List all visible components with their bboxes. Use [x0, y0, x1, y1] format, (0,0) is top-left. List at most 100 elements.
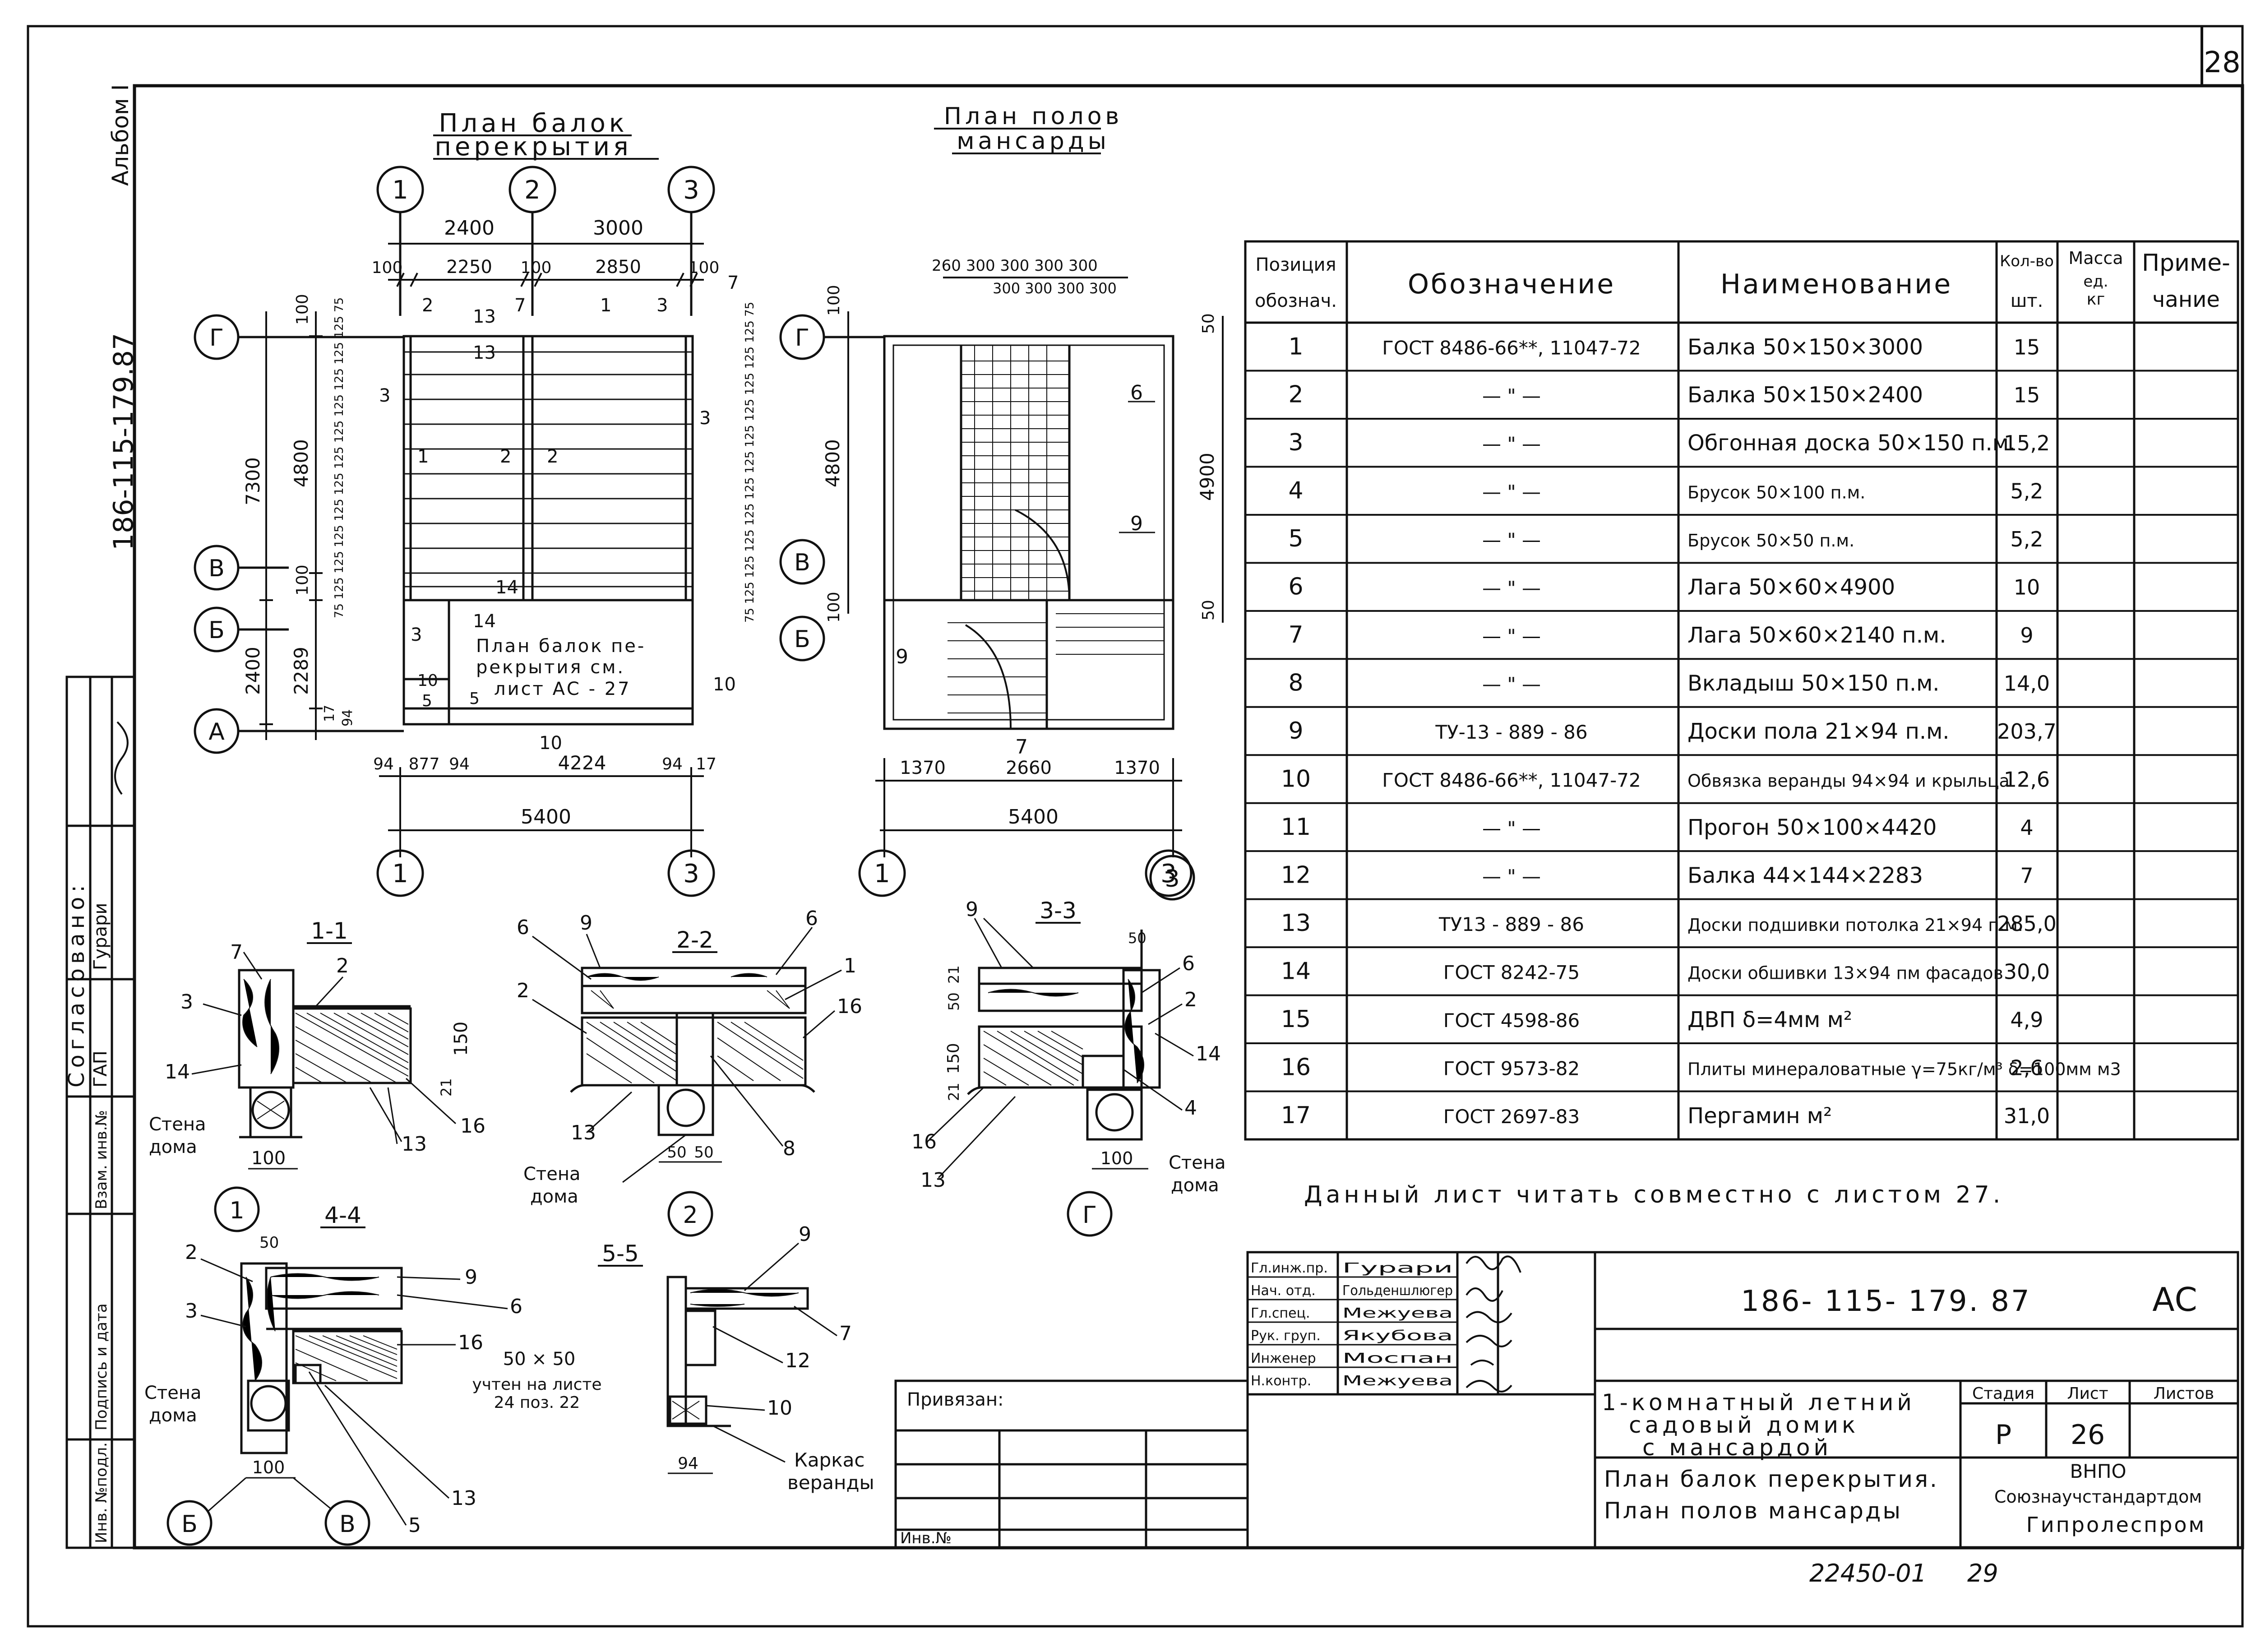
spec-header-designation: Обозначение — [1408, 268, 1615, 300]
signatures — [1465, 1255, 1521, 1393]
s11-pos-16: 16 — [460, 1115, 485, 1138]
spec-cell-qty: 4,9 — [2010, 1008, 2043, 1032]
spec-row: 8— " —Вкладыш 50×150 п.м.14,0 — [1288, 670, 2050, 697]
dim-left-94: 94 — [340, 709, 356, 727]
spec-cell-qty: 7 — [2020, 863, 2033, 888]
s44-wall-2: дома — [149, 1405, 197, 1426]
spec-cell-designation: — " — — [1482, 673, 1541, 695]
drawing-line-2: План полов мансарды — [1604, 1498, 1902, 1524]
section-5-5-title: 5-5 — [602, 1240, 639, 1267]
dim-3000: 3000 — [593, 217, 643, 240]
spec-cell-name: Балка 50×150×2400 — [1687, 383, 1923, 408]
beam-pos-3c: 3 — [699, 408, 711, 429]
spec-cell-designation: — " — — [1482, 625, 1541, 647]
spec-cell-pos: 12 — [1281, 861, 1311, 888]
spec-header-mass-3: кг — [2087, 290, 2105, 309]
axis-left-a: А — [208, 718, 225, 745]
dim-b-5400: 5400 — [521, 805, 571, 828]
role-person: Якубова — [1342, 1328, 1453, 1344]
inv-orig-label: Инв. №подл. — [92, 1442, 111, 1543]
right-125-chain: 75 125 125 125 125 125 125 125 125 125 1… — [743, 302, 757, 623]
s33-pos-9: 9 — [966, 898, 978, 921]
dim-b-877: 877 — [409, 755, 440, 773]
stage-value: Р — [1995, 1419, 2011, 1451]
s44-wall-1: Стена — [144, 1383, 202, 1403]
section-1-1: 1-1 7 2 3 14 16 13 150 21 100 — [149, 918, 485, 1232]
spec-cell-qty: 285,0 — [1997, 912, 2057, 936]
spec-row: 3— " —Обгонная доска 50×150 п.м.15,2 — [1288, 429, 2050, 456]
s22-pos-8: 8 — [783, 1137, 795, 1160]
section-2-2-title: 2-2 — [676, 927, 713, 953]
spec-cell-name: Брусок 50×50 п.м. — [1687, 531, 1854, 551]
title-mark: АС — [2152, 1281, 2197, 1319]
spec-cell-designation: ГОСТ 9573-82 — [1443, 1057, 1580, 1079]
spec-cell-qty: 15,2 — [2004, 431, 2050, 455]
s44-note-2: учтен на листе — [472, 1375, 601, 1394]
floor-dim-b-1370b: 1370 — [1114, 758, 1160, 778]
spec-cell-qty: 30,0 — [2004, 959, 2050, 984]
spec-cell-name: Доски обшивки 13×94 пм фасадов — [1687, 963, 2003, 983]
spec-cell-qty: 4 — [2020, 815, 2033, 840]
agreed-title: Согласовано: — [64, 880, 89, 1087]
dim-b-94a: 94 — [373, 755, 394, 773]
sheet-number: 28 — [2204, 46, 2240, 79]
floor-dim-left-100a: 100 — [825, 285, 843, 316]
beam-pos-1b: 1 — [417, 446, 429, 467]
s33-wall-1: Стена — [1169, 1152, 1226, 1173]
beam-pos-5a: 5 — [422, 692, 432, 710]
s33-pos-16: 16 — [911, 1130, 937, 1153]
inner-note-2: рекрытия см. — [476, 657, 625, 678]
role-person: Гурари — [1342, 1260, 1453, 1276]
spec-cell-pos: 6 — [1288, 574, 1303, 601]
floor-pos-9b: 9 — [896, 645, 908, 668]
axis-bottom-1: 1 — [392, 859, 408, 888]
spec-cell-pos: 8 — [1288, 670, 1303, 697]
role-person: Межуева — [1342, 1373, 1453, 1389]
section-3-3: 3-3 9 6 2 14 4 16 13 — [911, 855, 1226, 1237]
floor-axis-b: Б — [794, 626, 810, 653]
role-title: Гл.спец. — [1251, 1305, 1310, 1321]
title-role-lines — [1248, 1276, 1457, 1368]
dim-b-4224: 4224 — [558, 752, 606, 774]
beam-pos-14a: 14 — [495, 577, 518, 598]
spec-header-qty-2: шт. — [2011, 291, 2043, 311]
dim-left-4800: 4800 — [290, 439, 312, 487]
spec-cell-qty: 15 — [2014, 383, 2040, 407]
s11-dim-21: 21 — [438, 1078, 455, 1097]
dim-100-b: 100 — [521, 259, 552, 277]
spec-cell-designation: — " — — [1482, 385, 1541, 407]
s33-pos-2: 2 — [1184, 988, 1197, 1011]
floor-dim-total: 5400 — [1008, 805, 1059, 828]
s55-pos-9: 9 — [799, 1223, 811, 1246]
s11-axis: 1 — [229, 1197, 244, 1224]
dim-2400-left: 2400 — [242, 647, 264, 695]
s11-pos-7: 7 — [230, 941, 243, 964]
s33-dim-21a: 21 — [945, 965, 962, 984]
spec-cell-qty: 9 — [2020, 623, 2033, 648]
spec-cell-pos: 1 — [1288, 333, 1303, 360]
spec-row: 4— " —Брусок 50×100 п.м.5,2 — [1288, 477, 2043, 504]
spec-cell-pos: 5 — [1288, 525, 1303, 552]
section-4-4: 4-4 2 3 9 6 16 5 13 50 1 — [144, 1202, 602, 1546]
sign-date-label: Подпись и дата — [92, 1303, 111, 1430]
spec-header-qty-1: Кол-во — [2000, 252, 2054, 270]
spec-cell-pos: 14 — [1281, 958, 1311, 985]
object-line-3: с мансардой — [1642, 1435, 1832, 1461]
dim-left-100a: 100 — [293, 294, 312, 325]
s33-axis: 3 — [1165, 865, 1179, 893]
inner-note-1: План балок пе- — [476, 636, 646, 657]
floor-axis-v: В — [794, 549, 810, 576]
axis-left-v: В — [208, 555, 225, 582]
dim-left-100b: 100 — [293, 565, 312, 596]
s44-pos-5: 5 — [408, 1514, 421, 1537]
inv-label: Инв.№ — [900, 1529, 952, 1547]
